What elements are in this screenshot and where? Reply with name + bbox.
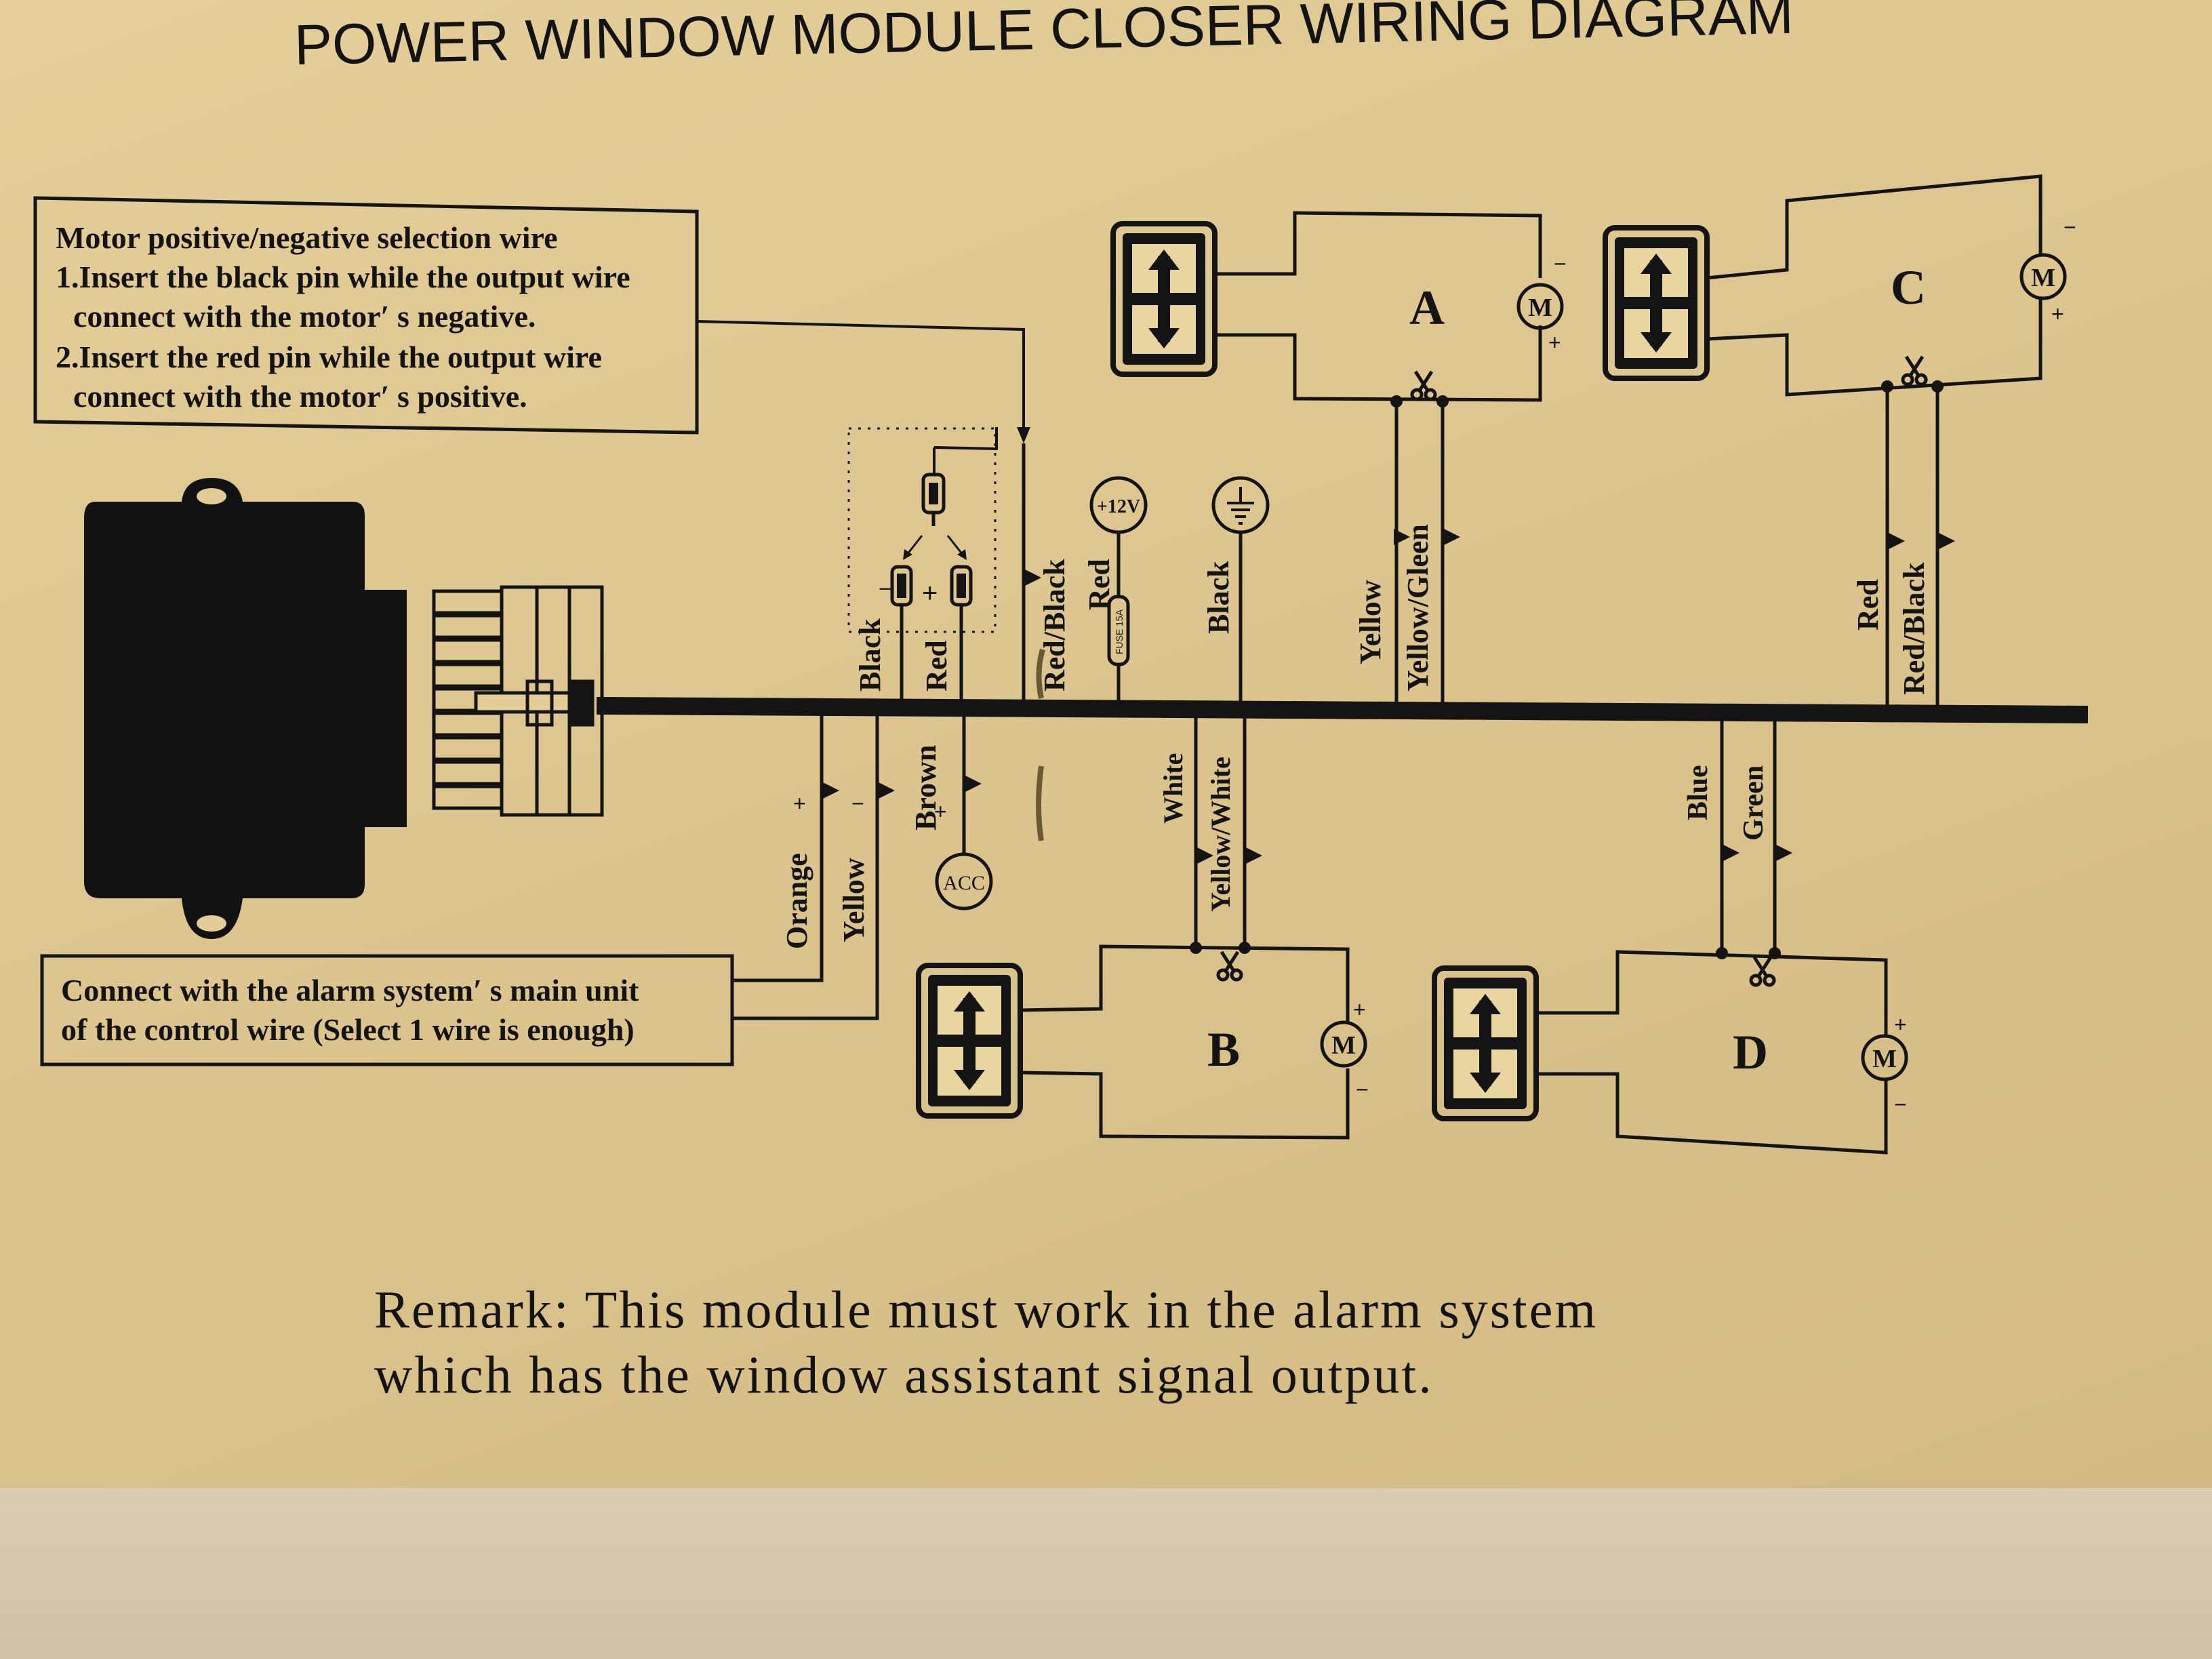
label-c-red: Red: [1851, 579, 1885, 631]
polarity-pointer-line: [696, 320, 1025, 427]
scissors-icon: [1751, 957, 1774, 985]
module-a-label: A: [1409, 281, 1445, 335]
label-ground-black: Black: [1202, 561, 1235, 634]
motor-d-minus: −: [1894, 1092, 1907, 1117]
plus12v-label: +12V: [1097, 496, 1140, 517]
svg-text:M: M: [1528, 294, 1552, 322]
fuse-rating: FUSE 15A: [1114, 609, 1125, 654]
yellow-minus: −: [851, 791, 864, 816]
label-a-yellow-green: Yellow/Gleen: [1401, 524, 1434, 692]
label-b-white: White: [1158, 753, 1188, 824]
table-surface: [0, 1488, 2212, 1659]
brown-plus: +: [934, 799, 947, 824]
acc-label: ACC: [943, 872, 985, 894]
pin-connector-icon: [921, 473, 946, 526]
module-d: D M + − Blue Green: [1434, 719, 1907, 1155]
module-a: A M − + Yellow Yellow/Gleen: [1113, 211, 1567, 704]
acc-terminal: ACC: [935, 852, 993, 911]
harness-connector: [432, 585, 604, 817]
polarity-line-3: 2.Insert the red pin while the output wi…: [56, 340, 602, 374]
plus12v-terminal: +12V: [1089, 476, 1148, 534]
svg-text:M: M: [1872, 1045, 1897, 1073]
motor-icon: M: [1519, 285, 1562, 328]
page-title: POWER WINDOW MODULE CLOSER WIRING DIAGRA…: [294, 0, 1794, 77]
pin-black-minus: −: [879, 576, 892, 602]
scissors-icon: [1412, 372, 1435, 399]
label-red: Red: [920, 640, 953, 692]
alarm-note: Connect with the alarm system′ s main un…: [40, 954, 734, 1066]
scissors-icon: [1903, 357, 1926, 384]
motor-a-minus: −: [1554, 252, 1567, 276]
pin-red-plus: +: [922, 578, 938, 608]
label-d-blue: Blue: [1683, 765, 1714, 820]
ground-icon: [1211, 476, 1270, 534]
remark-line-1: Remark: This module must work in the ala…: [374, 1280, 1598, 1339]
wire-arrow: [1025, 569, 1041, 586]
polarity-pointer-arrow: [1017, 427, 1030, 443]
wire-arrow: [879, 782, 895, 799]
label-d-green: Green: [1738, 765, 1769, 841]
polarity-line-4: connect with the motor′ s positive.: [73, 379, 527, 414]
window-switch-icon: [919, 965, 1020, 1116]
module-d-label: D: [1733, 1025, 1768, 1079]
control-module-unit: [84, 478, 407, 939]
label-yellow: Yellow: [837, 858, 870, 942]
label-b-yellow-white: Yellow/White: [1205, 757, 1236, 912]
motor-b-minus: −: [1356, 1077, 1369, 1102]
wire-arrow: [823, 782, 839, 799]
label-black: Black: [853, 618, 887, 692]
polarity-note: Motor positive/negative selection wire 1…: [33, 196, 699, 435]
orange-plus: +: [793, 791, 806, 816]
polarity-heading: Motor positive/negative selection wire: [56, 220, 558, 255]
main-harness-trunk: [596, 697, 2089, 723]
module-c: C M − + Red Red/Black: [1605, 174, 2076, 706]
wire-arrow: [965, 776, 982, 792]
motor-icon: M: [1863, 1036, 1906, 1079]
polarity-pin-selector: − +: [847, 427, 998, 633]
label-brown: Brown: [909, 745, 942, 831]
motor-a-plus: +: [1548, 330, 1561, 355]
motor-icon: M: [2022, 255, 2065, 298]
module-c-label: C: [1891, 260, 1926, 315]
label-orange: Orange: [780, 853, 813, 949]
scissors-icon: [1218, 952, 1241, 980]
staple-lower: [1036, 765, 1044, 841]
module-b-label: B: [1207, 1022, 1240, 1077]
motor-c-plus: +: [2051, 302, 2064, 326]
motor-icon: M: [1322, 1022, 1365, 1066]
polarity-line-2: connect with the motor′ s negative.: [73, 299, 536, 334]
window-switch-icon: [1605, 228, 1707, 378]
motor-d-plus: +: [1894, 1012, 1907, 1037]
label-power-red: Red: [1083, 559, 1116, 610]
label-red-black: Red/Black: [1038, 559, 1071, 692]
wire-orange: [732, 711, 824, 982]
label-a-yellow: Yellow: [1354, 580, 1387, 664]
alarm-line-2: of the control wire (Select 1 wire is en…: [61, 1012, 635, 1047]
window-switch-icon: [1434, 968, 1536, 1119]
window-switch-icon: [1113, 224, 1215, 374]
svg-text:M: M: [2031, 264, 2055, 292]
wire-yellow: [732, 711, 879, 1020]
remark-line-2: which has the window assistant signal ou…: [374, 1345, 1434, 1404]
alarm-line-1: Connect with the alarm system′ s main un…: [61, 973, 639, 1007]
motor-b-plus: +: [1353, 997, 1366, 1022]
module-b: B M + − White Yellow/White: [919, 715, 1369, 1140]
staple-upper: [1036, 648, 1045, 699]
polarity-line-1: 1.Insert the black pin while the output …: [56, 260, 630, 294]
label-c-red-black: Red/Black: [1897, 562, 1931, 695]
svg-text:M: M: [1331, 1031, 1356, 1060]
motor-c-minus: −: [2064, 215, 2076, 239]
